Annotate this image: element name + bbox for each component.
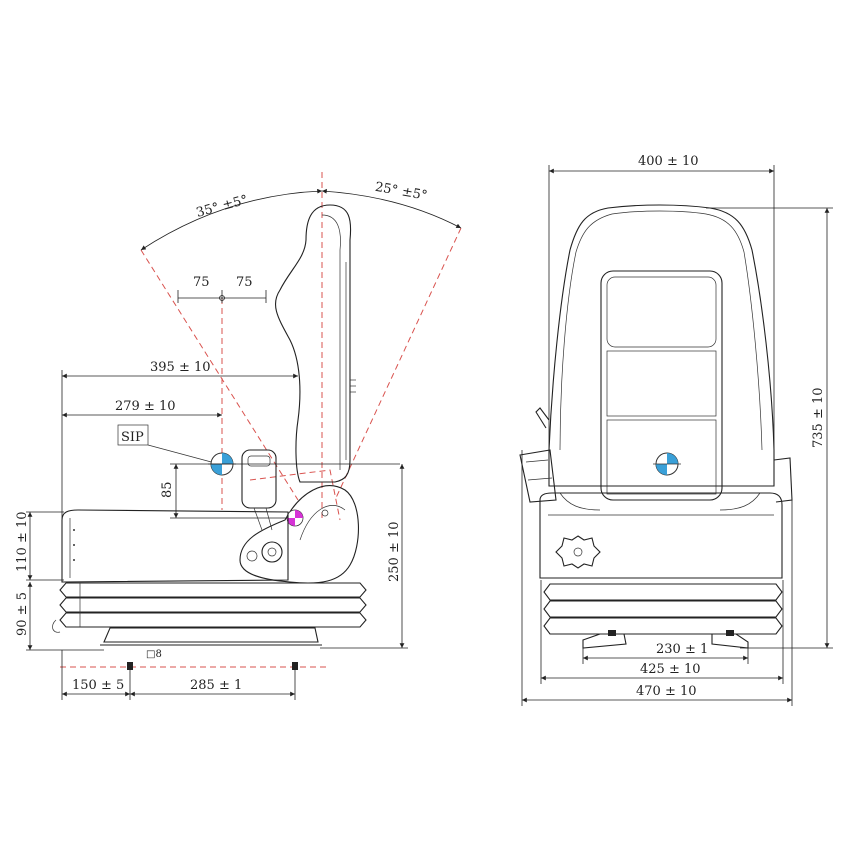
side-view: 35° ±5° 25° ±5° 75 75 395 ± 10 279 ± 10 … [15, 172, 462, 700]
depth-total-label: 395 ± 10 [150, 360, 211, 375]
construction-lines [60, 172, 462, 668]
mount-width-label: 230 ± 1 [656, 642, 708, 657]
total-height-label: 735 ± 10 [811, 387, 826, 448]
sip-label: SIP [121, 430, 144, 445]
suspension-bellows [59, 582, 367, 628]
seat-height-dimension: 250 ± 10 [320, 464, 408, 649]
pivot-knob-icon [261, 541, 283, 563]
front-angle-label: 25° ±5° [374, 180, 429, 204]
offset-left-label: 75 [193, 275, 210, 290]
rear-angle-label: 35° ±5° [195, 193, 250, 221]
front-suspension-bellows [543, 583, 783, 635]
base-height-label: 90 ± 5 [15, 592, 30, 636]
mounting-foot [582, 630, 749, 649]
backrest-outline [275, 204, 352, 483]
cushion-height-label: 110 ± 10 [15, 511, 30, 572]
backrest-panel-frame [600, 270, 723, 501]
back-width-label: 400 ± 10 [638, 154, 699, 169]
total-width-label: 470 ± 10 [636, 684, 697, 699]
sip-height-label: 85 [160, 481, 175, 498]
center-marker-icon [653, 452, 681, 476]
adjustment-knob-icon [555, 535, 601, 569]
backrest-panel-lower [606, 419, 717, 495]
rear-angle-arc [140, 188, 323, 251]
front-angle-arc [321, 188, 462, 229]
recline-mechanism [239, 485, 359, 584]
backrest-panel-upper [606, 276, 717, 348]
mounting-bolt-icon [127, 662, 298, 670]
depth-sip-label: 279 ± 10 [115, 399, 176, 414]
front-seat-cushion [539, 492, 783, 579]
mount-spacing-dimension: 150 ± 5 285 ± 1 [61, 650, 296, 700]
depth-sip-dimension: 279 ± 10 [62, 399, 222, 418]
front-view: 400 ± 10 [519, 154, 833, 706]
side-lever [519, 407, 793, 503]
cushion-height-dimension: 110 ± 10 [15, 511, 64, 581]
base-height-dimension: 90 ± 5 [15, 582, 104, 651]
offset-dimension: 75 75 [177, 275, 267, 303]
back-width-dimension: 400 ± 10 [548, 154, 775, 450]
mount-spacing-label: 285 ± 1 [190, 678, 242, 693]
seat-cushion [61, 509, 289, 583]
base-width-label: 425 ± 10 [640, 662, 701, 677]
hip-point-marker-icon [286, 509, 304, 527]
offset-right-label: 75 [236, 275, 253, 290]
total-height-dimension: 735 ± 10 [706, 207, 833, 649]
bottom-width-dimensions: 230 ± 1 425 ± 10 470 ± 10 [521, 450, 793, 706]
backrest-panel-middle [606, 350, 717, 417]
sip-callout: SIP [117, 424, 216, 464]
front-backrest-outline [548, 204, 775, 487]
depth-total-dimension: 395 ± 10 [61, 360, 298, 520]
base-plate [103, 627, 319, 643]
front-offset-label: 150 ± 5 [72, 678, 124, 693]
seat-height-label: 250 ± 10 [387, 521, 402, 582]
sip-height-dimension: 85 [160, 463, 400, 519]
bolt-note-label: □8 [146, 649, 162, 660]
